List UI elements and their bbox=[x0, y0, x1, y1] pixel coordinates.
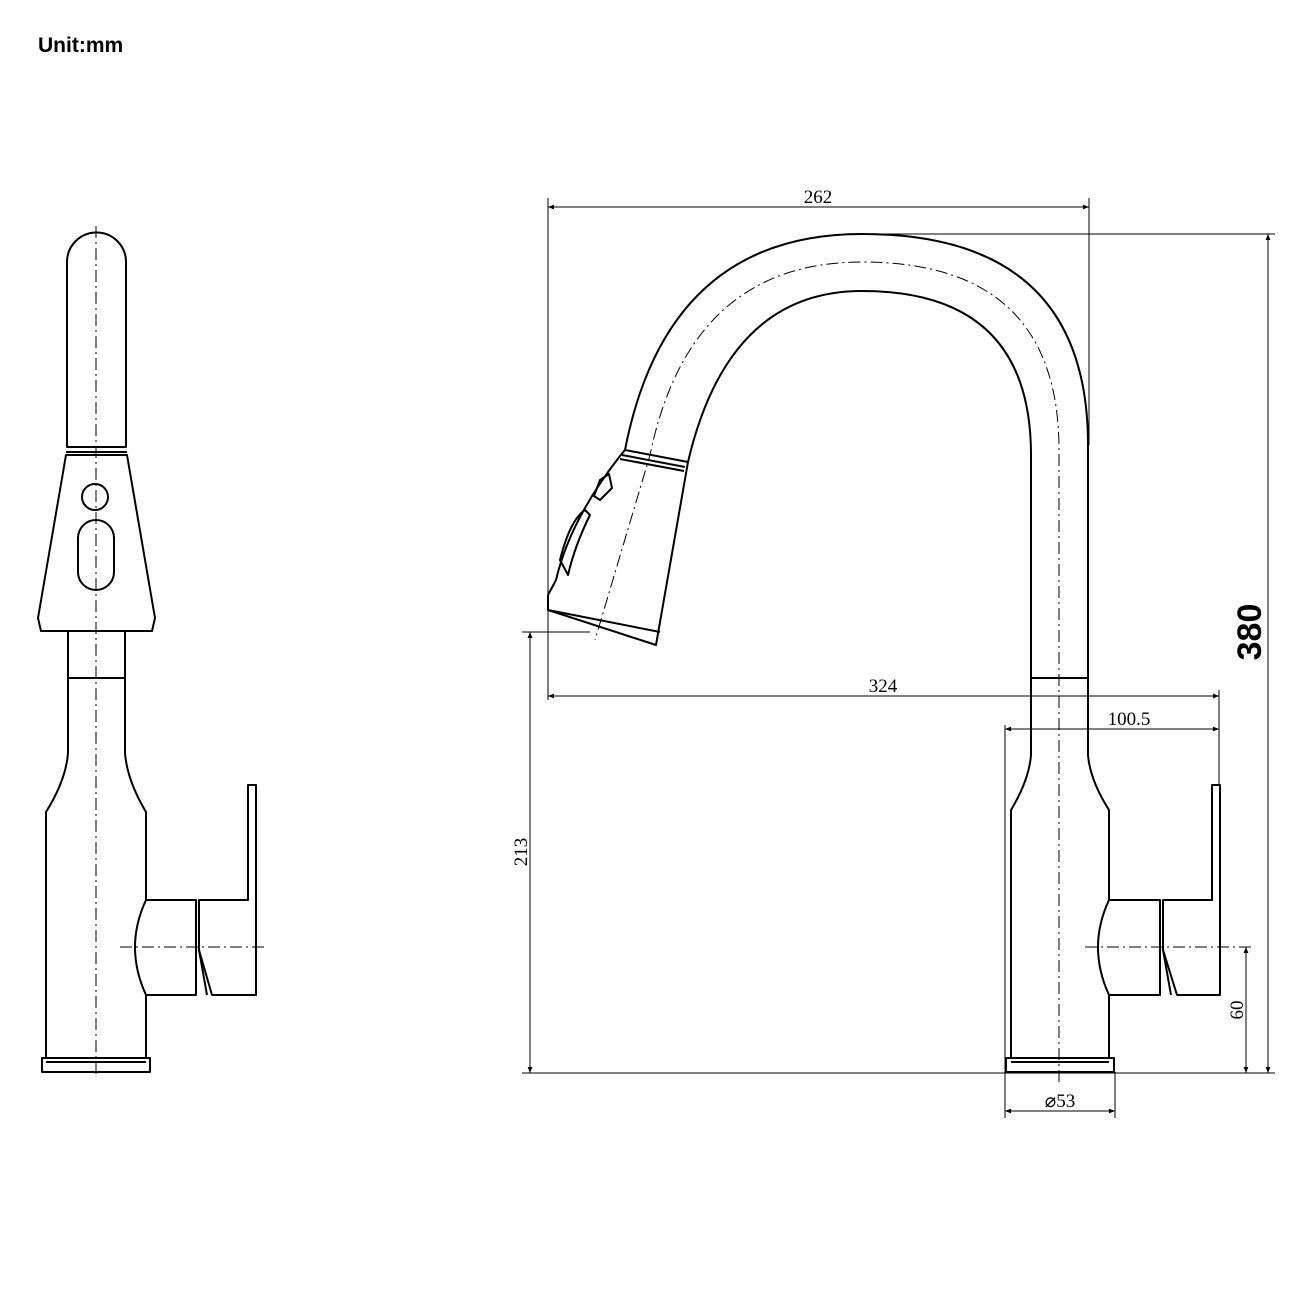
front-lever-handle bbox=[1162, 784, 1221, 996]
front-base-plate bbox=[1005, 1057, 1115, 1073]
side-spray-oval-button bbox=[77, 519, 115, 591]
front-body-left bbox=[1010, 678, 1032, 1058]
front-view bbox=[547, 233, 1255, 1082]
side-view bbox=[37, 226, 265, 1078]
dim-handle-height: 60 bbox=[1227, 1001, 1248, 1020]
side-spray-round-button bbox=[81, 483, 109, 511]
side-spray-head-top bbox=[66, 231, 127, 448]
dim-total-height: 380 bbox=[1231, 604, 1269, 661]
unit-label: Unit:mm bbox=[38, 34, 123, 57]
dim-total-reach: 324 bbox=[869, 676, 898, 697]
side-lever-handle bbox=[198, 784, 257, 996]
side-base-plate bbox=[41, 1057, 151, 1073]
dim-spout-reach: 262 bbox=[804, 187, 833, 208]
dim-spout-height: 213 bbox=[511, 838, 532, 867]
spray-head-side-button bbox=[559, 509, 591, 576]
gooseneck-inner bbox=[687, 290, 1032, 678]
spray-head-top-button bbox=[593, 473, 613, 501]
side-body-right bbox=[124, 752, 147, 900]
front-body-right bbox=[1087, 678, 1110, 900]
dimensions: 262 324 100.5 380 213 60 ⌀53 bbox=[511, 187, 1275, 1118]
dim-handle-reach: 100.5 bbox=[1108, 709, 1151, 730]
dim-base-diameter: ⌀53 bbox=[1045, 1091, 1075, 1112]
front-handle-hub bbox=[1097, 899, 1161, 996]
spray-head-body bbox=[547, 449, 689, 646]
side-body-left bbox=[45, 752, 69, 1058]
gooseneck-outer bbox=[624, 233, 1089, 678]
gooseneck-centerline bbox=[594, 261, 1060, 1082]
side-spray-head-body bbox=[37, 454, 156, 632]
side-handle-hub bbox=[134, 899, 197, 996]
